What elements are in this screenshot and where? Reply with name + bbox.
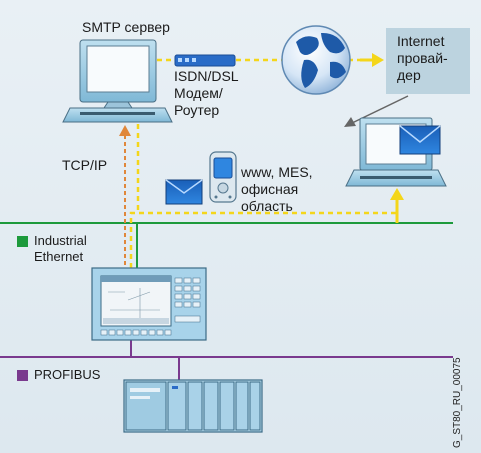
- industrial-panel-pc-icon: [91, 267, 207, 341]
- arrow-to-server: [119, 125, 131, 136]
- tcpip-label: TCP/IP: [62, 157, 108, 173]
- industrial-ethernet-label-line1: Industrial: [34, 233, 87, 248]
- yellow-dashed-links: [129, 58, 399, 268]
- router-icon: [174, 54, 236, 67]
- figure-reference: G_ST80_RU_00075: [452, 357, 463, 448]
- provider-label-line2: провай-: [397, 50, 448, 66]
- desktop-computer-icon: [62, 39, 173, 123]
- provider-label-line1: Internet: [397, 33, 445, 49]
- industrial-ethernet-legend-square: [17, 236, 28, 247]
- router-label-line1: ISDN/DSL: [174, 68, 239, 84]
- provider-label-line3: дер: [397, 67, 421, 83]
- provider-box: [386, 28, 470, 94]
- provider-client-arrowhead: [344, 117, 356, 127]
- envelope-icon: [165, 179, 203, 205]
- profibus-legend-square: [17, 370, 28, 381]
- router-label-line3: Роутер: [174, 102, 220, 118]
- industrial-ethernet-label-line2: Ethernet: [34, 249, 84, 264]
- mobile-phone-icon: [209, 151, 237, 203]
- router-label-line2: Модем/: [174, 85, 223, 101]
- globe-icon: [281, 25, 351, 95]
- smtp-server-label: SMTP сервер: [82, 19, 170, 35]
- envelope-icon: [399, 125, 441, 155]
- plc-rack-icon: [123, 379, 263, 433]
- mes-label-line1: www, MES,: [241, 164, 313, 180]
- mes-label-line3: область: [241, 198, 293, 214]
- arrow-to-client: [390, 188, 404, 200]
- profibus-label: PROFIBUS: [34, 367, 101, 382]
- mes-label-line2: офисная: [241, 181, 299, 197]
- arrow-to-provider: [372, 53, 384, 67]
